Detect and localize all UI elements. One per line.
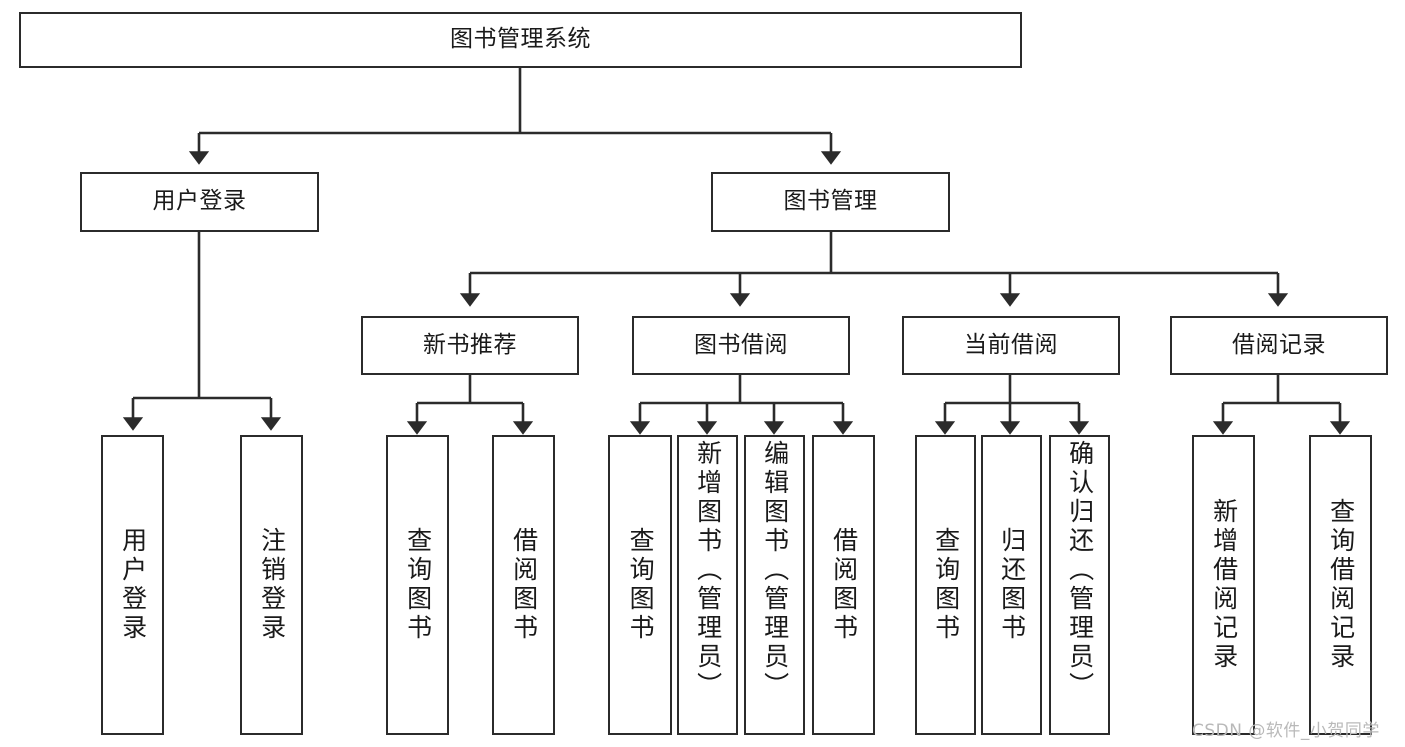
node-user-login[interactable]: 用户登录 — [80, 172, 319, 232]
node-new-book-recommend-label: 新书推荐 — [423, 331, 517, 358]
node-leaf-borrow-book-2[interactable]: 借阅图书 — [812, 435, 875, 735]
node-root-book-management-system[interactable]: 图书管理系统 — [19, 12, 1022, 68]
node-leaf-query-borrow-record[interactable]: 查询借阅记录 — [1309, 435, 1372, 735]
node-book-management[interactable]: 图书管理 — [711, 172, 950, 232]
csdn-watermark: CSDN @软件_小贺同学 — [1192, 721, 1380, 741]
node-new-book-recommend[interactable]: 新书推荐 — [361, 316, 579, 375]
node-leaf-borrow-book-2-label: 借阅图书 — [829, 527, 859, 643]
node-borrow-record-label: 借阅记录 — [1232, 331, 1326, 358]
node-leaf-user-login-label: 用户登录 — [118, 527, 148, 643]
node-leaf-edit-book-label: 编辑图书（管理员） — [760, 440, 790, 701]
node-leaf-confirm-return[interactable]: 确认归还（管理员） — [1049, 435, 1110, 735]
node-book-management-label: 图书管理 — [783, 188, 878, 215]
node-borrow-record[interactable]: 借阅记录 — [1170, 316, 1388, 375]
node-leaf-return-book[interactable]: 归还图书 — [981, 435, 1042, 735]
node-leaf-query-borrow-record-label: 查询借阅记录 — [1326, 498, 1356, 672]
node-leaf-query-book-2-label: 查询图书 — [626, 527, 656, 643]
node-leaf-add-book[interactable]: 新增图书（管理员） — [677, 435, 738, 735]
node-leaf-borrow-book-1-label: 借阅图书 — [509, 527, 539, 643]
node-current-borrow[interactable]: 当前借阅 — [902, 316, 1120, 375]
node-leaf-return-book-label: 归还图书 — [997, 527, 1027, 643]
node-leaf-query-book-1-label: 查询图书 — [403, 527, 433, 643]
node-current-borrow-label: 当前借阅 — [964, 331, 1058, 358]
node-leaf-query-book-3[interactable]: 查询图书 — [915, 435, 976, 735]
node-leaf-add-borrow-record[interactable]: 新增借阅记录 — [1192, 435, 1255, 735]
node-leaf-user-login[interactable]: 用户登录 — [101, 435, 164, 735]
node-leaf-borrow-book-1[interactable]: 借阅图书 — [492, 435, 555, 735]
node-leaf-query-book-2[interactable]: 查询图书 — [608, 435, 672, 735]
node-leaf-user-logout[interactable]: 注销登录 — [240, 435, 303, 735]
node-leaf-user-logout-label: 注销登录 — [257, 527, 287, 643]
node-root-label: 图书管理系统 — [450, 26, 591, 53]
node-leaf-add-borrow-record-label: 新增借阅记录 — [1209, 498, 1239, 672]
node-leaf-confirm-return-label: 确认归还（管理员） — [1065, 440, 1095, 701]
node-book-borrow[interactable]: 图书借阅 — [632, 316, 850, 375]
node-leaf-edit-book[interactable]: 编辑图书（管理员） — [744, 435, 805, 735]
node-user-login-label: 用户登录 — [152, 188, 247, 215]
node-book-borrow-label: 图书借阅 — [694, 331, 788, 358]
node-leaf-add-book-label: 新增图书（管理员） — [693, 440, 723, 701]
node-leaf-query-book-1[interactable]: 查询图书 — [386, 435, 449, 735]
node-leaf-query-book-3-label: 查询图书 — [931, 527, 961, 643]
